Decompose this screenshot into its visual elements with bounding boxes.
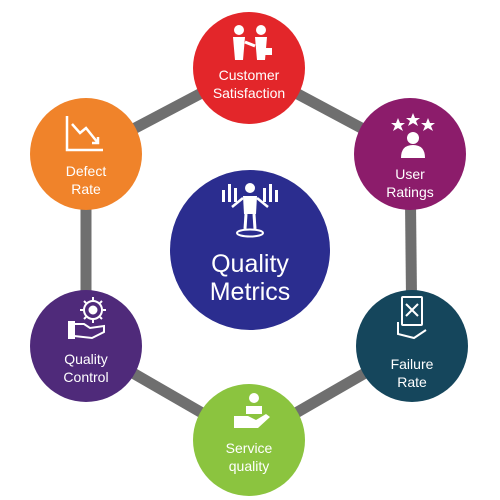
node-circle [193, 384, 305, 496]
node-label-line-2: Satisfaction [213, 85, 285, 101]
node-label-line-1: User [395, 166, 425, 182]
node-circle [30, 290, 142, 402]
node-label-line-1: Quality [64, 351, 108, 367]
center-title-line-1: Quality [211, 250, 289, 278]
node-label-line-1: Service [226, 440, 273, 456]
node-quality-control: Quality Control [30, 290, 142, 402]
node-label-line-1: Customer [219, 67, 280, 83]
node-label-line-2: Rate [397, 374, 427, 390]
node-label-line-2: Ratings [386, 184, 433, 200]
user-stars-icon [391, 113, 435, 158]
node-service-quality: Service quality [193, 384, 305, 496]
balance-person-icon [222, 183, 278, 238]
center-circle [170, 170, 330, 330]
node-user-ratings: User Ratings [354, 98, 466, 210]
node-circle [356, 290, 468, 402]
node-failure-rate: Failure Rate [356, 290, 468, 402]
node-label-line-1: Failure [391, 356, 434, 372]
node-label-line-2: Control [63, 369, 108, 385]
gear-hand-icon [68, 297, 106, 340]
declining-chart-icon [65, 116, 103, 152]
node-label-line-1: Defect [66, 163, 107, 179]
node-label-line-2: Rate [71, 181, 101, 197]
handshake-icon [233, 25, 272, 60]
node-circle [193, 12, 305, 124]
center-node: Quality Metrics [170, 170, 330, 330]
service-hand-icon [234, 393, 270, 428]
node-label-line-2: quality [229, 458, 269, 474]
node-circle [30, 98, 142, 210]
node-defect-rate: Defect Rate [30, 98, 142, 210]
node-customer-satisfaction: Customer Satisfaction [193, 12, 305, 124]
center-title-line-2: Metrics [210, 278, 291, 306]
failed-card-icon [397, 296, 427, 340]
